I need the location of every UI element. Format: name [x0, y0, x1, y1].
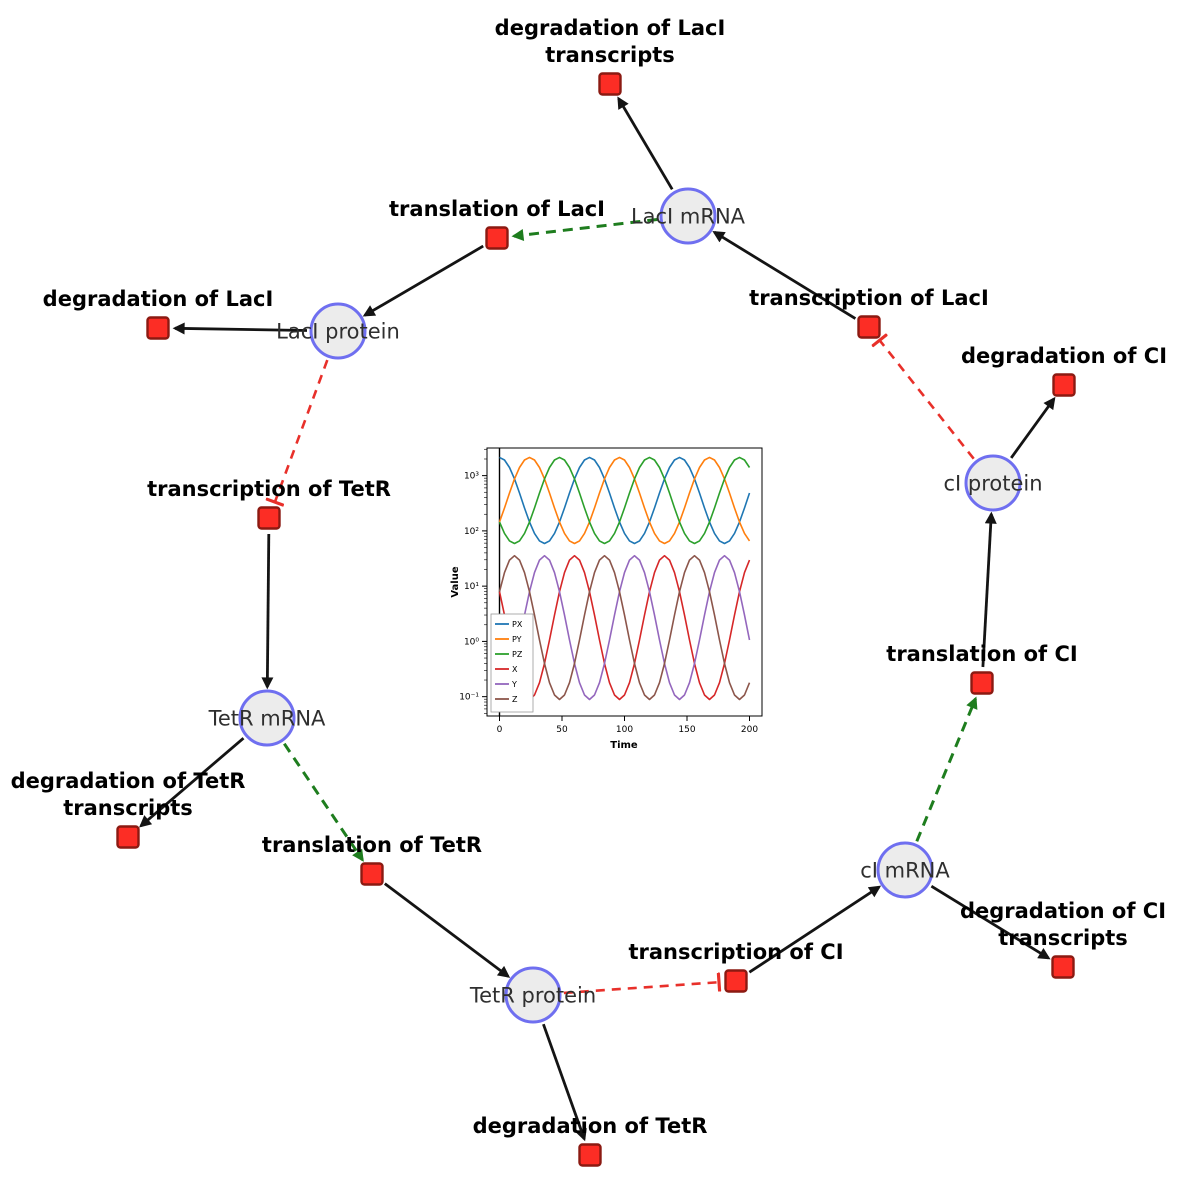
edge-production-txn_cI-cI_mRNA: [748, 885, 882, 974]
reaction-label-txn_cI: transcription of CI: [628, 940, 843, 964]
edge-consumption-lacI_protein-deg_lacI: [172, 322, 308, 335]
edge-consumption-cI_mRNA-deg_cI_tx: [930, 885, 1051, 960]
edge-consumption-cI_protein-deg_cI: [1010, 396, 1056, 459]
edge-modifier-lacI_mRNA-transl_lacI: [511, 218, 658, 241]
legend-label-PX: PX: [512, 620, 523, 629]
reaction-label-deg_lacI_tx: transcripts: [545, 43, 675, 67]
edge-consumption-lacI_mRNA-deg_lacI_tx: [617, 96, 674, 191]
y-tick-label: 10⁻¹: [459, 693, 479, 703]
reaction-label-transl_tetR: translation of TetR: [262, 833, 482, 857]
series-line-Y: [498, 554, 751, 701]
y-tick-label: 10¹: [464, 582, 479, 592]
reaction-label-deg_tetR_tx: transcripts: [63, 796, 193, 820]
species-node-cI_protein: [964, 454, 1022, 512]
series-line-Z: [498, 554, 751, 701]
species-label-cI_protein: cI protein: [943, 472, 1042, 496]
reaction-label-txn_tetR: transcription of TetR: [147, 477, 391, 501]
reaction-node-deg_lacI: [146, 316, 170, 340]
legend-label-PZ: PZ: [512, 650, 523, 659]
edge-modifier-cI_mRNA-transl_cI: [915, 696, 978, 842]
x-tick-label: 150: [678, 725, 695, 735]
series-line-PX: [499, 456, 751, 545]
chart-xlabel: Time: [610, 740, 638, 751]
edge-consumption-tetR_protein-deg_tetR: [542, 1023, 587, 1142]
reaction-node-deg_tetR_tx: [116, 825, 140, 849]
reaction-node-deg_lacI_tx: [598, 72, 622, 96]
legend-label-X: X: [512, 665, 518, 674]
edge-production-transl_tetR-tetR_protein: [383, 882, 511, 978]
edge-production-txn_tetR-tetR_mRNA: [261, 533, 274, 690]
edge-production-transl_lacI-lacI_protein: [362, 244, 484, 317]
reaction-node-txn_cI: [724, 969, 748, 993]
species-node-tetR_protein: [504, 966, 562, 1024]
reaction-node-transl_tetR: [360, 862, 384, 886]
reaction-node-transl_cI: [970, 671, 994, 695]
reaction-label-deg_cI_tx: transcripts: [998, 926, 1128, 950]
edge-production-txn_lacI-lacI_mRNA: [712, 230, 857, 320]
legend-label-Y: Y: [511, 680, 517, 689]
species-label-lacI_protein: LacI protein: [276, 320, 400, 344]
y-tick-label: 10²: [464, 527, 479, 537]
species-label-lacI_mRNA: LacI mRNA: [631, 205, 746, 229]
x-tick-label: 200: [741, 725, 758, 735]
x-tick-label: 0: [497, 725, 503, 735]
species-label-tetR_mRNA: TetR mRNA: [208, 707, 326, 731]
nodes-layer: [116, 72, 1076, 1167]
y-tick-label: 10³: [464, 472, 479, 482]
species-node-tetR_mRNA: [238, 689, 296, 747]
species-node-lacI_protein: [309, 302, 367, 360]
reaction-node-deg_cI_tx: [1051, 955, 1075, 979]
reaction-label-deg_lacI: degradation of LacI: [43, 287, 274, 311]
species-label-cI_mRNA: cI mRNA: [860, 859, 950, 883]
legend-label-Z: Z: [512, 695, 518, 704]
reaction-label-deg_cI_tx: degradation of CI: [960, 899, 1166, 923]
reaction-node-deg_cI: [1052, 373, 1076, 397]
y-tick-label: 10⁰: [464, 637, 479, 647]
inset-chart: 10⁻¹ 10⁰ 10¹ 10² 10³ 0 50 100 150 200 PX PY PZ XYZ: [459, 447, 763, 735]
reaction-label-deg_tetR: degradation of TetR: [473, 1114, 708, 1138]
reaction-label-transl_lacI: translation of LacI: [389, 197, 605, 221]
reaction-node-deg_tetR: [578, 1143, 602, 1167]
edge-inhibition-tetR_protein-txn_cI: [563, 982, 719, 995]
species-node-lacI_mRNA: [659, 187, 717, 245]
reaction-node-txn_lacI: [857, 315, 881, 339]
reaction-label-deg_cI: degradation of CI: [961, 344, 1167, 368]
edge-inhibition-cI_protein-txn_lacI: [880, 340, 975, 460]
edges-layer: [139, 96, 1056, 1142]
series-line-X: [498, 554, 751, 701]
edge-production-transl_cI-cI_protein: [981, 511, 997, 668]
reaction-label-txn_lacI: transcription of LacI: [749, 286, 989, 310]
species-label-tetR_protein: TetR protein: [469, 984, 596, 1008]
reaction-label-deg_lacI_tx: degradation of LacI: [495, 16, 726, 40]
legend-label-PY: PY: [512, 635, 522, 644]
reaction-node-txn_tetR: [257, 506, 281, 530]
x-tick-label: 100: [616, 725, 633, 735]
edge-modifier-tetR_mRNA-transl_tetR: [283, 742, 364, 862]
series-line-PZ: [498, 456, 751, 545]
reaction-label-deg_tetR_tx: degradation of TetR: [11, 769, 246, 793]
reaction-label-transl_cI: translation of CI: [886, 642, 1077, 666]
species-node-cI_mRNA: [876, 841, 934, 899]
chart-ylabel: Value: [450, 566, 461, 597]
x-tick-label: 50: [556, 725, 568, 735]
reaction-node-transl_lacI: [485, 226, 509, 250]
chart-legend-box: [490, 613, 534, 713]
edge-consumption-tetR_mRNA-deg_tetR_tx: [139, 737, 245, 828]
series-line-PY: [498, 456, 751, 545]
